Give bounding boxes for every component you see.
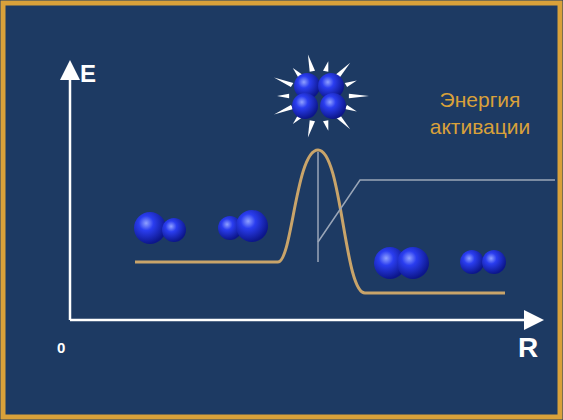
axis-label: R — [518, 330, 538, 366]
frame — [3, 3, 560, 417]
origin-label: 0 — [57, 338, 65, 358]
leader-line — [318, 180, 555, 242]
spike — [308, 120, 315, 137]
axis-label: E — [80, 58, 96, 89]
spike — [345, 105, 357, 112]
spike — [274, 78, 293, 87]
spike — [274, 105, 293, 114]
peak-line — [317, 152, 319, 262]
spike — [345, 81, 357, 88]
burst-spikes — [274, 55, 369, 138]
spike — [349, 94, 369, 99]
spike — [277, 94, 289, 99]
activated-complex — [292, 73, 346, 119]
energy-curve — [135, 150, 505, 293]
spike — [323, 120, 328, 131]
annotation: Энергия активации — [405, 86, 555, 141]
molecules — [134, 210, 506, 279]
spike — [323, 61, 328, 71]
spike — [308, 55, 315, 72]
